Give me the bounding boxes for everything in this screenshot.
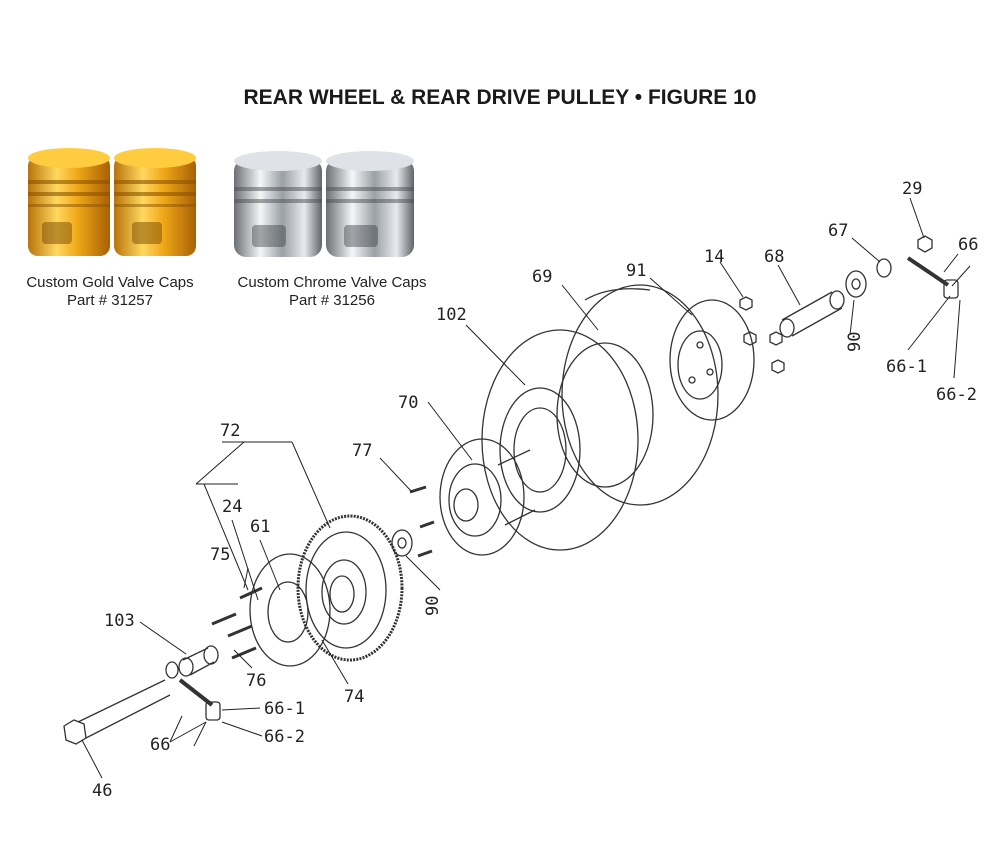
hub-70: [439, 438, 536, 556]
tire-69: [556, 284, 719, 506]
callout-67: 67: [828, 221, 848, 241]
callout-66-1-top: 66-1: [886, 357, 927, 377]
nut-29: [917, 235, 933, 253]
chrome-caps-name: Custom Chrome Valve Caps: [237, 274, 427, 291]
callout-74: 74: [344, 687, 364, 707]
figure-title: REAR WHEEL & REAR DRIVE PULLEY • FIGURE …: [243, 86, 757, 109]
adjuster-bolt-66-bot: [178, 678, 214, 707]
callout-66-top: 66: [958, 235, 978, 255]
callout-66-2-bot: 66-2: [264, 727, 305, 747]
callout-76: 76: [246, 671, 266, 691]
callout-91: 91: [626, 261, 646, 281]
spacer-68: [779, 290, 845, 338]
bearing-90-top: [845, 270, 867, 298]
tire-102: [481, 329, 639, 551]
callout-75: 75: [210, 545, 230, 565]
callout-103: 103: [104, 611, 135, 631]
chrome-valve-caps-image: [234, 151, 414, 257]
plate-61: [249, 553, 331, 667]
chrome-caps-caption: Custom Chrome Valve Caps Part # 31256: [218, 274, 446, 310]
callout-labels: 29 66 67 68 14 91 69 102 90 66-1 66-2 70…: [92, 179, 978, 801]
callout-61: 61: [250, 517, 270, 537]
gold-caps-part: Part # 31257: [67, 292, 153, 309]
rim-91: [669, 299, 755, 421]
chrome-caps-part: Part # 31256: [289, 292, 375, 309]
callout-70: 70: [398, 393, 418, 413]
callout-90-mid: 90: [423, 596, 443, 616]
adjuster-block-66-1-bot: [205, 701, 221, 721]
callout-90-top: 90: [845, 332, 865, 352]
drive-pulley-74: [296, 514, 404, 662]
callout-77: 77: [352, 441, 372, 461]
callout-69: 69: [532, 267, 552, 287]
callout-29: 29: [902, 179, 922, 199]
bolts-75-76: [211, 485, 435, 660]
callout-72: 72: [220, 421, 240, 441]
callout-46: 46: [92, 781, 112, 801]
nut-14: [739, 296, 753, 311]
adjuster-bolt-66-top: [906, 256, 950, 287]
callout-66-1-bot: 66-1: [264, 699, 305, 719]
washer: [165, 661, 179, 679]
gold-caps-name: Custom Gold Valve Caps: [26, 274, 194, 291]
spacer-67: [876, 258, 892, 278]
spacer-103: [178, 645, 219, 677]
callout-24: 24: [222, 497, 242, 517]
callout-14: 14: [704, 247, 724, 267]
callout-66-bot: 66: [150, 735, 170, 755]
axle-bolt-46: [63, 679, 171, 745]
adjuster-block-66-1-top: [943, 279, 959, 299]
callout-68: 68: [764, 247, 784, 267]
gold-valve-caps-image: [28, 148, 196, 256]
bearing-90-mid: [391, 529, 413, 557]
gold-caps-caption: Custom Gold Valve Caps Part # 31257: [10, 274, 210, 310]
callout-66-2-top: 66-2: [936, 385, 977, 405]
